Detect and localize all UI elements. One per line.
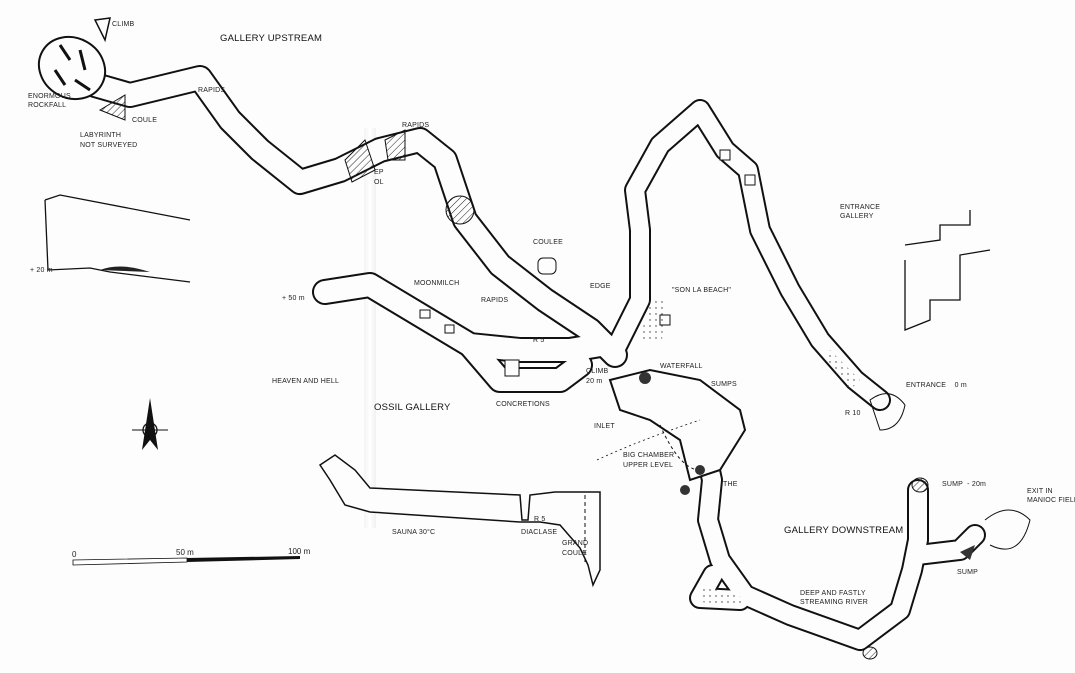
label-edge: EDGE [590,283,611,290]
label-entrance-gallery-1: ENTRANCE [840,204,881,211]
label-big-chamber-1: BIG CHAMBER [623,452,675,459]
label-coule: COULE [132,117,158,124]
profile-fossil-gallery [318,454,601,588]
label-heaven-and-hell: HEAVEN AND HELL [272,378,340,385]
label-plus-20: + 20 m [30,267,53,274]
label-plus-50: + 50 m [282,295,305,302]
north-arrow-icon [132,398,168,450]
label-sauna: SAUNA 30°C [392,529,436,536]
label-gallery-upstream: GALLERY UPSTREAM [220,33,323,44]
label-river-1: DEEP AND FASTLY [800,590,866,597]
label-r10: R 10 [845,410,861,417]
label-river-2: STREAMING RIVER [800,599,868,606]
label-fossil-gallery: OSSIL GALLERY [374,402,451,413]
label-climb: CLIMB [112,21,135,28]
label-entrance: ENTRANCE 0 m [906,382,967,389]
climb-shaft [93,17,111,43]
scale-zero: 0 [72,550,77,559]
label-sump-20: SUMP - 20m [942,481,987,488]
label-exit-1: EXIT IN [1027,488,1053,495]
scan-seam [364,128,376,528]
label-labyrinth-1: LABYRINTH [80,132,122,139]
label-rapids: RAPIDS [481,297,509,304]
label-sump: SUMP [957,569,979,576]
label-coulee: COULEE [533,239,563,246]
label-diaclase: DIACLASE [521,529,558,536]
label-the: THE [723,481,738,488]
label-grand-coule-1: GRAND [562,540,589,547]
scale-end: 100 m [288,547,311,556]
label-rapids: RAPIDS [402,122,430,129]
label-exit-2: MANIOC FIELD [1027,497,1075,504]
label-deep-pool-2: OL [374,179,384,186]
label-climb-20-1: CLIMB [586,368,609,375]
scale-mid: 50 m [176,548,194,557]
profile-upstream [44,194,191,283]
scale-bar [72,556,300,566]
label-r5: R 5 [533,337,545,344]
rockfall-chamber [37,35,107,101]
label-entrance-gallery-2: GALLERY [840,213,874,220]
label-rockfall-2: ROCKFALL [28,102,67,109]
label-grand-coule-2: COULE [562,550,588,557]
label-big-chamber-2: UPPER LEVEL [623,462,674,469]
label-rapids: RAPIDS [198,87,226,94]
label-sumps: SUMPS [711,381,737,388]
label-inlet: INLET [594,423,615,430]
deep-pool [445,195,475,225]
label-concretions: CONCRETIONS [496,401,550,408]
label-waterfall: WATERFALL [660,363,703,370]
label-labyrinth-2: NOT SURVEYED [80,142,138,149]
big-chamber [608,368,747,482]
label-moonmilch: MOONMILCH [414,280,460,287]
label-climb-20-2: 20 m [586,378,603,385]
label-gallery-downstream: GALLERY DOWNSTREAM [784,525,904,536]
sump-20 [911,477,929,493]
label-r5-profile: R 5 [534,516,546,523]
label-rockfall-1: ENORMOUS [28,93,71,100]
label-son-la-beach: "SON LA BEACH" [672,287,732,294]
label-deep-pool-1: EP [374,169,384,176]
